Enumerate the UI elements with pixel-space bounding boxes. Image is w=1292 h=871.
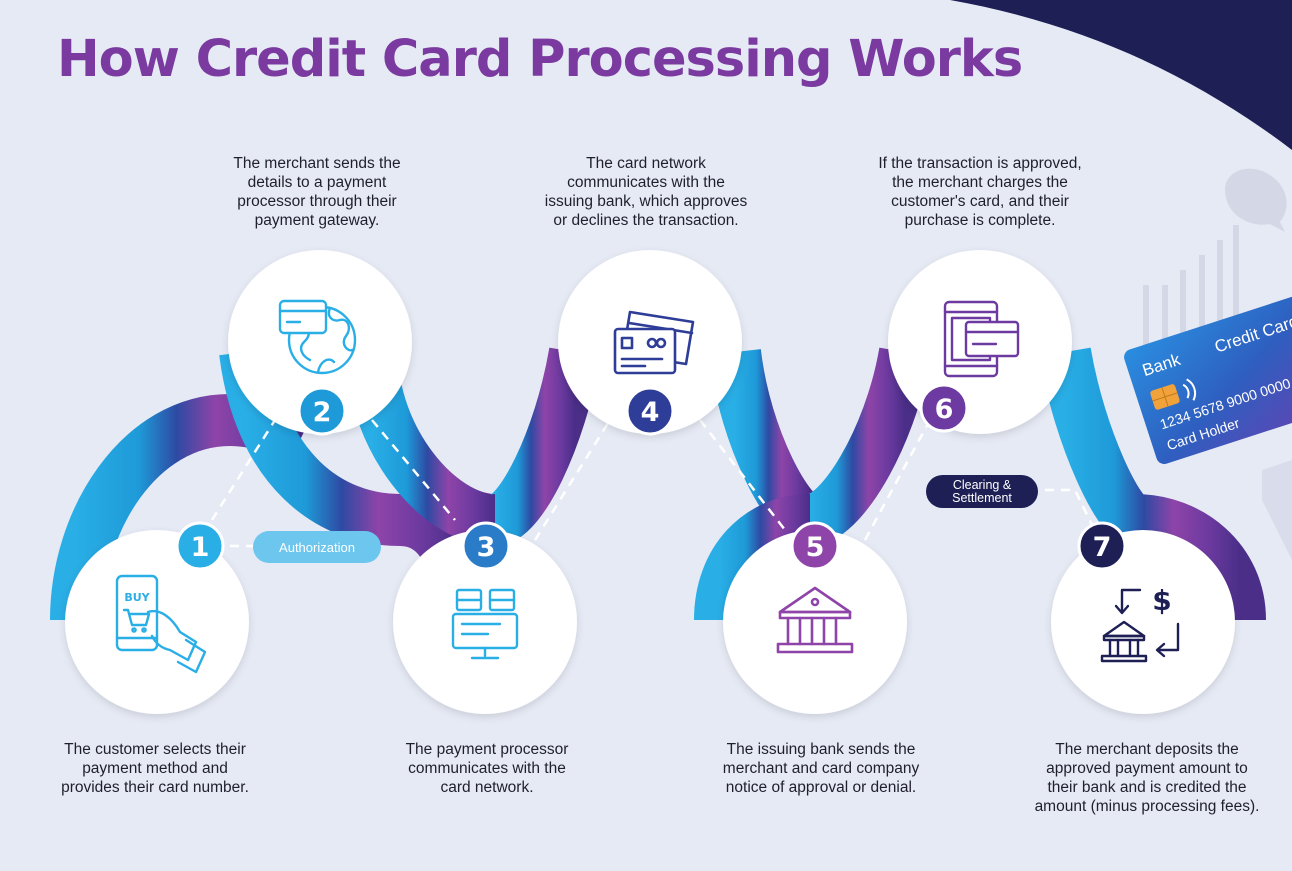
card-globe-icon: [278, 299, 357, 375]
dashed-connectors: [210, 419, 1094, 548]
step-circle-7: [1051, 530, 1235, 714]
step-circle-2: [228, 250, 412, 434]
phone-buy-label: BUY: [124, 591, 150, 604]
step-number-7: 7: [1093, 532, 1112, 563]
step-number-2: 2: [313, 397, 332, 428]
step-badge-2: 2: [297, 386, 347, 436]
step-number-3: 3: [477, 532, 496, 563]
step-number-1: 1: [191, 532, 210, 563]
phone-buy-cart-icon: BUY: [115, 574, 207, 674]
page-title: How Credit Card Processing Works: [57, 30, 1023, 89]
step-badge-5: 5: [790, 521, 840, 571]
step-number-6: 6: [935, 394, 954, 425]
speech-bubble-decoration: [1225, 168, 1287, 232]
step-6-description: If the transaction is approved,the merch…: [878, 155, 1082, 229]
bank-building-icon: [776, 586, 854, 654]
credit-cards-icon: [613, 310, 695, 375]
step-badge-4: 4: [625, 386, 675, 436]
step-circle-5: [723, 530, 907, 714]
step-number-5: 5: [806, 532, 825, 563]
corner-decoration: [950, 0, 1292, 150]
step-badge-6: 6: [919, 383, 969, 433]
credit-card-illustration: Bank Credit Card 1234 5678 9000 0000 Car…: [1124, 289, 1292, 560]
step-number-4: 4: [641, 397, 660, 428]
server-monitor-icon: [451, 588, 519, 660]
tablet-card-icon: [943, 300, 1020, 378]
step-circle-3: [393, 530, 577, 714]
step-badge-1: 1: [175, 521, 225, 571]
dollar-sign-label: $: [1152, 584, 1171, 617]
step-badge-3: 3: [461, 521, 511, 571]
step-badge-7: 7: [1077, 521, 1127, 571]
authorization-pill: Authorization: [253, 531, 381, 563]
clearing-settlement-pill: Clearing &Settlement: [926, 475, 1038, 508]
bank-dollar-exchange-icon: $: [1100, 584, 1180, 663]
